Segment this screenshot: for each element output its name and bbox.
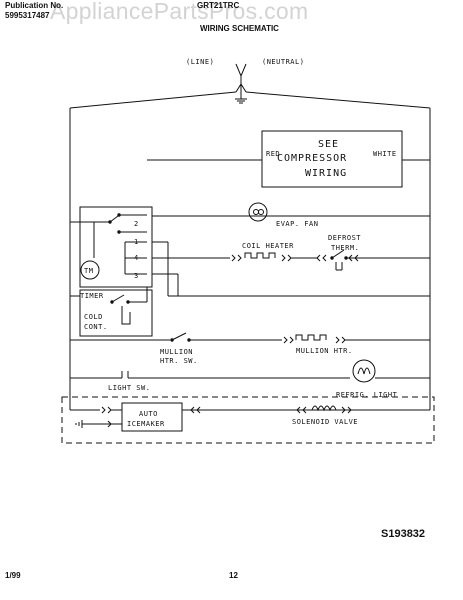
mullion-switch-label: MULLION: [160, 348, 193, 356]
timer-label: TIMER: [80, 292, 104, 300]
model-number: GRT21TRC: [197, 1, 240, 10]
timer-terminal-4: 4: [134, 254, 139, 262]
mullion-heater-label: MULLION HTR.: [296, 347, 353, 355]
evap-fan-label: EVAP. FAN: [276, 220, 318, 228]
mullion-switch-label-2: HTR. SW.: [160, 357, 198, 365]
defrost-therm-label-2: THERM.: [331, 244, 359, 252]
line-label: (LINE): [186, 58, 214, 66]
white-wire-label: WHITE: [373, 150, 397, 158]
defrost-therm-label: DEFROST: [328, 234, 361, 242]
timer-terminal-3: 3: [134, 272, 139, 280]
page-title: WIRING SCHEMATIC: [200, 24, 279, 33]
neutral-label: (NEUTRAL): [262, 58, 304, 66]
cold-control-label-2: CONT.: [84, 323, 108, 331]
solenoid-valve-label: SOLENOID VALVE: [292, 418, 358, 426]
icemaker-label: AUTO: [139, 410, 158, 418]
light-switch-label: LIGHT SW.: [108, 384, 150, 392]
cold-control-label: COLD: [84, 313, 103, 321]
watermark: AppliancePartsPros.com: [50, 0, 309, 24]
coil-heater-label: COIL HEATER: [242, 242, 294, 250]
compressor-title: COMPRESSOR: [277, 153, 347, 164]
icemaker-label-2: ICEMAKER: [127, 420, 165, 428]
timer-terminal-1: 1: [134, 238, 139, 246]
page-number: 12: [229, 571, 238, 580]
compressor-see: SEE: [318, 139, 339, 150]
refrig-light-label: REFRIG. LIGHT: [336, 391, 398, 399]
timer-terminal-2: 2: [134, 220, 139, 228]
footer-date: 1/99: [5, 571, 21, 580]
red-wire-label: RED: [266, 150, 280, 158]
drawing-id: S193832: [381, 528, 426, 540]
timer-motor-label: TM: [84, 267, 93, 275]
publication-label: Publication No.: [5, 1, 64, 10]
compressor-wiring: WIRING: [305, 168, 347, 179]
publication-number: 5995317487: [5, 11, 50, 20]
